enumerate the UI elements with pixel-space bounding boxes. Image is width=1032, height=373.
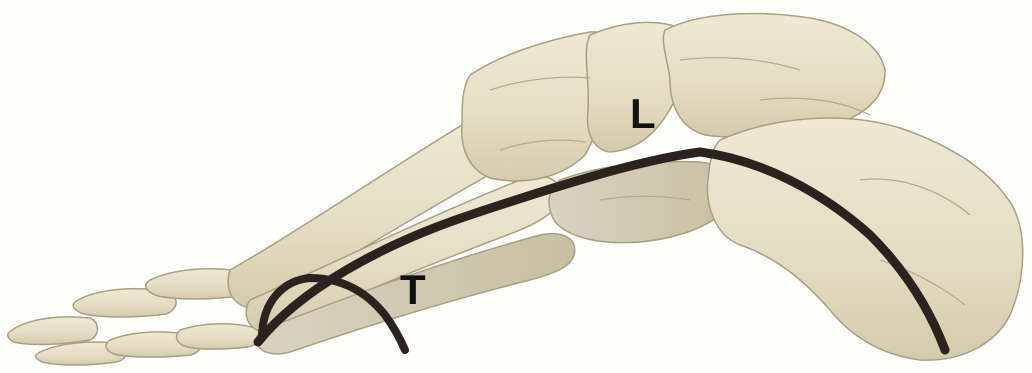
toe-bone-1 bbox=[8, 317, 98, 345]
toe-bone-6 bbox=[177, 324, 260, 349]
cuboid-bone bbox=[549, 162, 734, 243]
label-t: T bbox=[400, 266, 426, 313]
label-l: L bbox=[630, 90, 656, 137]
toe-bones bbox=[8, 269, 260, 365]
calcaneus-bone bbox=[707, 118, 1022, 360]
